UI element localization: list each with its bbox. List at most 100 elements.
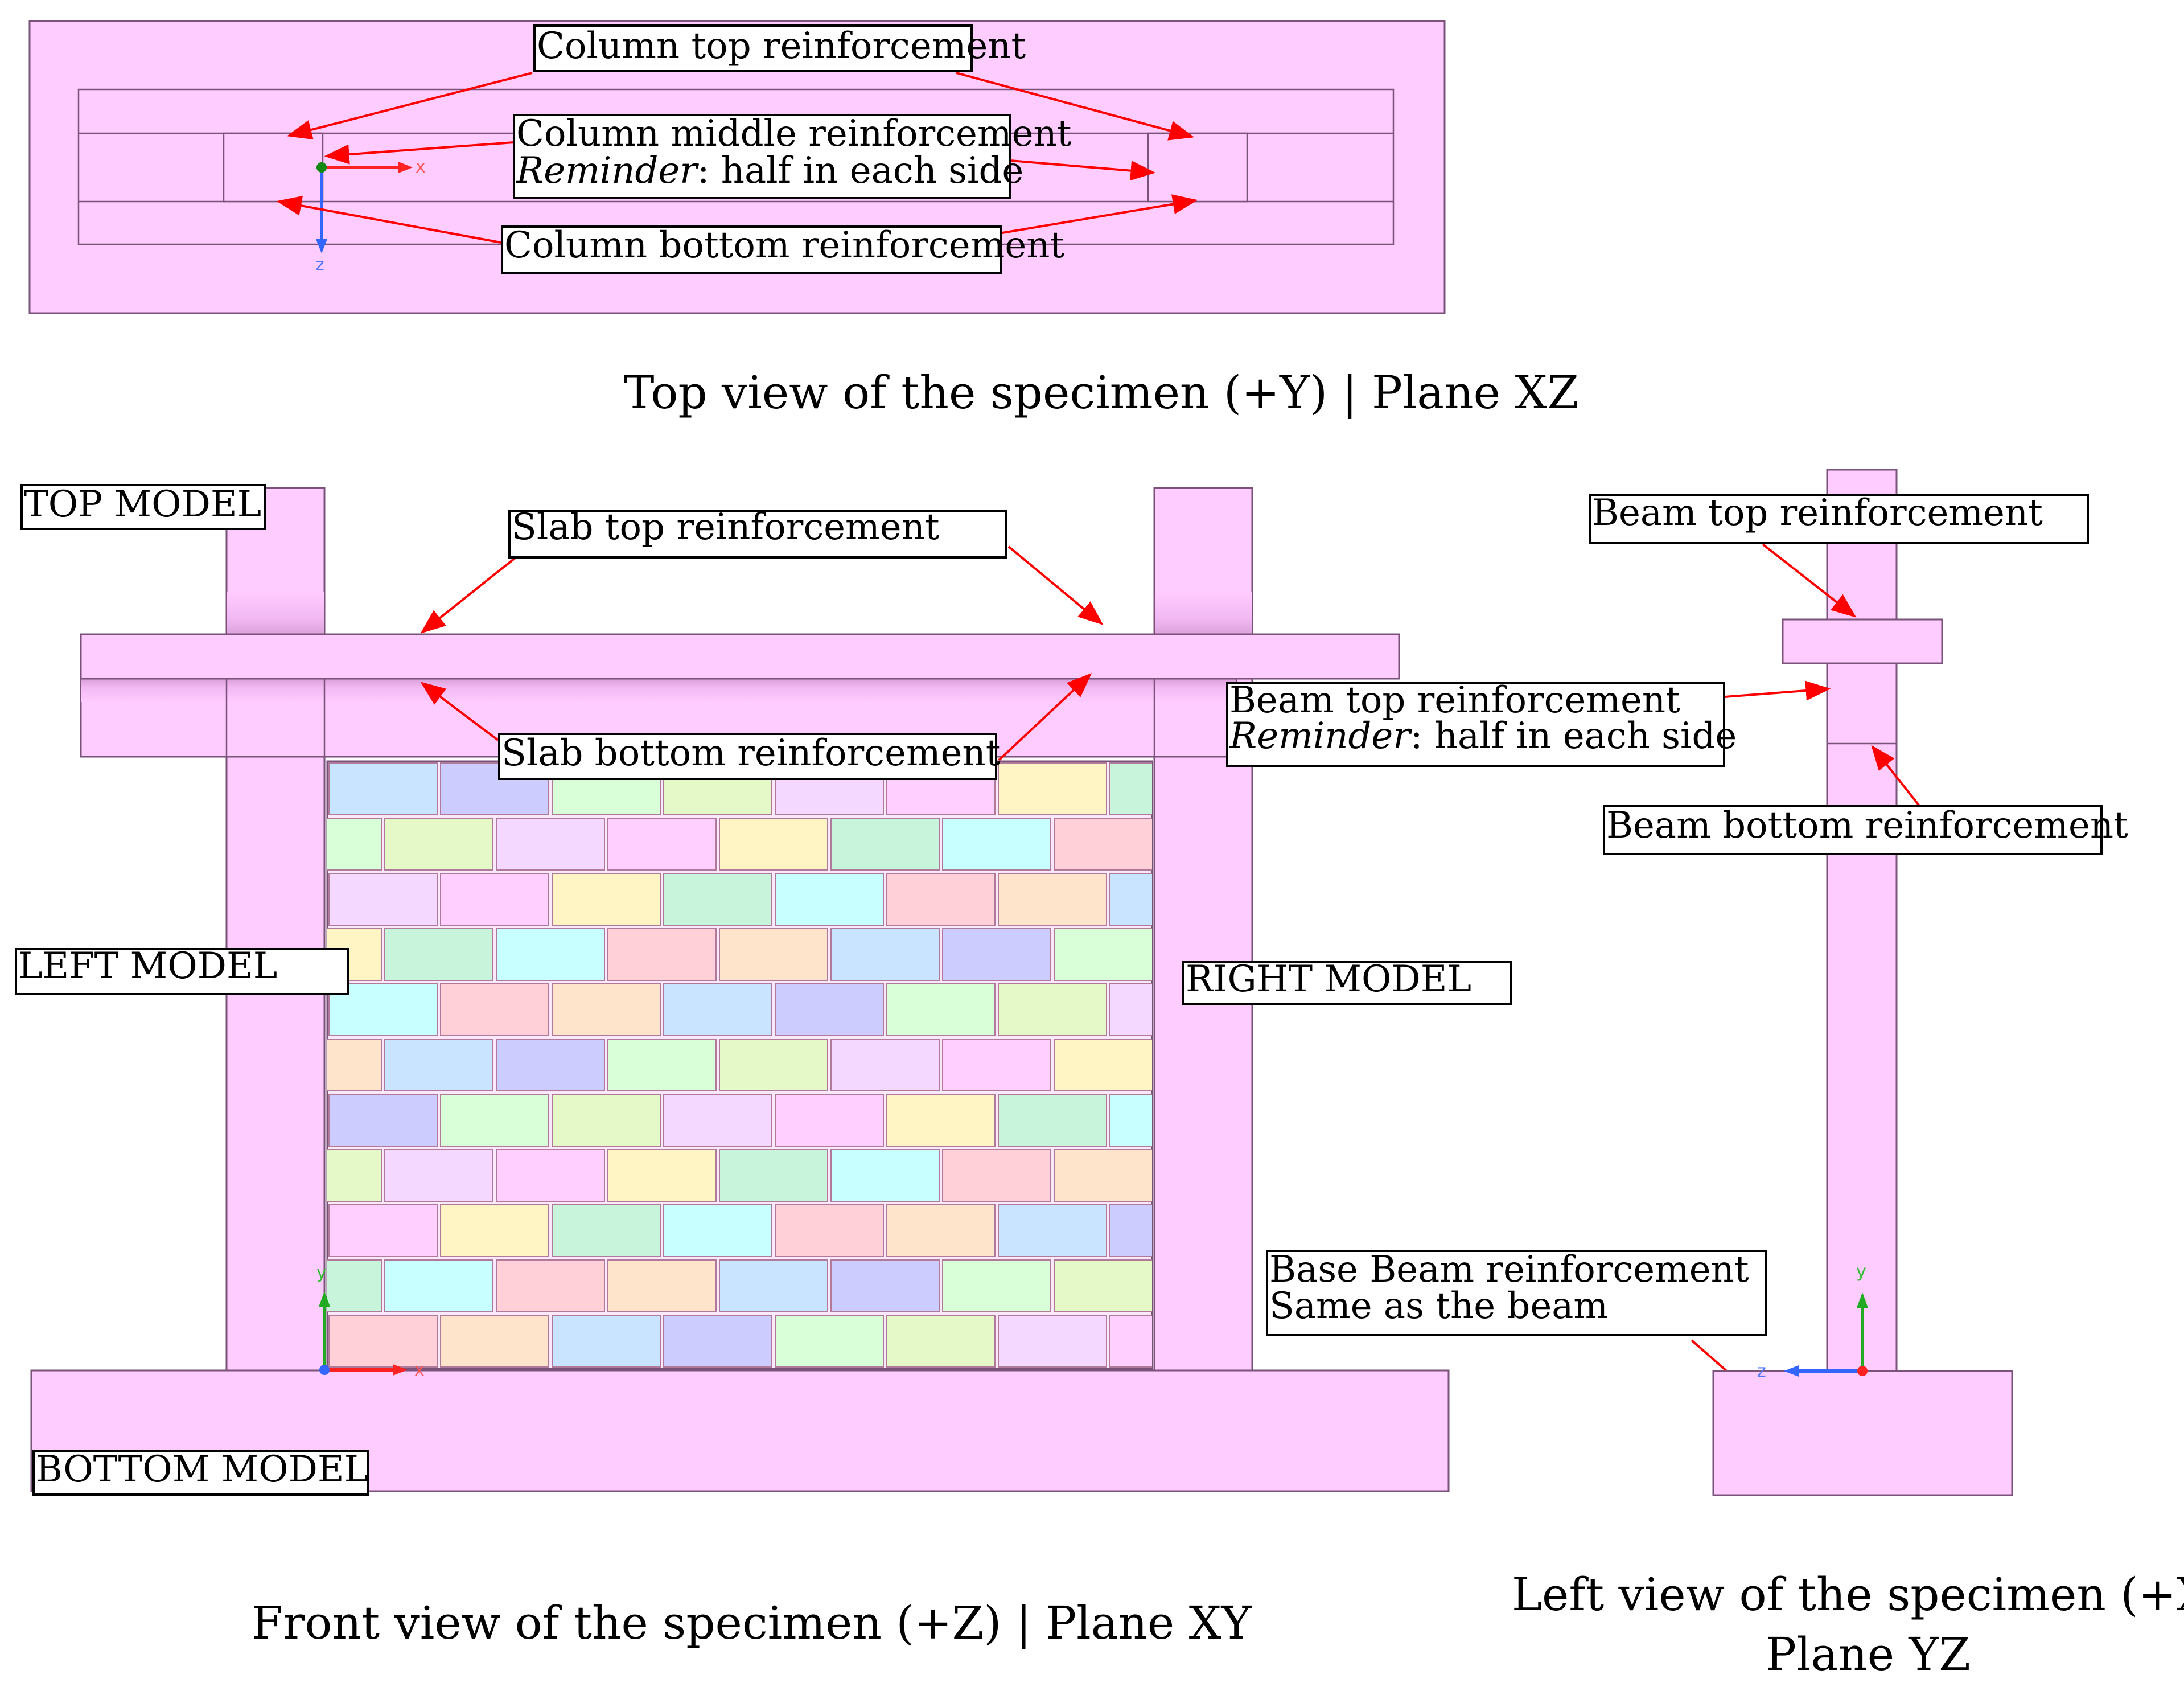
svg-text:Reminder: half in each side: Reminder: half in each side bbox=[516, 150, 1023, 192]
svg-text:Same as the beam: Same as the beam bbox=[1269, 1285, 1608, 1327]
brick bbox=[607, 818, 717, 871]
brick bbox=[496, 1149, 605, 1202]
brick bbox=[607, 1039, 717, 1091]
arrow-column-bottom-left bbox=[276, 195, 501, 244]
brick bbox=[775, 1315, 884, 1368]
svg-text:LEFT MODEL: LEFT MODEL bbox=[18, 945, 277, 987]
label-column-bottom: Column bottom reinforcement bbox=[501, 224, 1064, 274]
brick bbox=[998, 1315, 1107, 1368]
top-beam-shade bbox=[81, 679, 1236, 702]
axis-y-head bbox=[1857, 1292, 1868, 1308]
arrow-beam-top bbox=[1762, 543, 1857, 618]
brick bbox=[1109, 983, 1152, 1036]
svg-text:Base Beam reinforcement: Base Beam reinforcement bbox=[1269, 1249, 1749, 1291]
brick bbox=[552, 1094, 661, 1147]
label-beam-bottom: Beam bottom reinforcement bbox=[1603, 805, 2128, 855]
brick bbox=[328, 762, 438, 815]
axis-x-head bbox=[398, 162, 413, 173]
brick bbox=[327, 1039, 382, 1091]
brick bbox=[942, 1149, 1051, 1202]
brick bbox=[1054, 1149, 1152, 1202]
brick bbox=[552, 1204, 661, 1257]
brick bbox=[719, 1039, 828, 1091]
label-slab-top: Slab top reinforcement bbox=[508, 506, 1007, 559]
top-view-column-left bbox=[223, 132, 324, 203]
axis-z-label: z bbox=[315, 255, 324, 275]
front-view-caption: Front view of the specimen (+Z) | Plane … bbox=[252, 1596, 1252, 1649]
brick bbox=[775, 1094, 884, 1147]
arrow-column-middle-left bbox=[324, 141, 515, 165]
arrow-beam-bottom bbox=[1871, 745, 1920, 807]
axis-origin bbox=[1857, 1366, 1868, 1376]
label-column-middle: Column middle reinforcement Reminder: ha… bbox=[513, 113, 1072, 199]
svg-text:TOP MODEL: TOP MODEL bbox=[24, 483, 261, 526]
arrow-column-bottom-right bbox=[998, 194, 1198, 235]
svg-text:Beam top reinforcement: Beam top reinforcement bbox=[1229, 679, 1680, 721]
axis-z-head bbox=[316, 239, 327, 253]
brick bbox=[719, 1149, 828, 1202]
label-left-model: LEFT MODEL bbox=[15, 945, 349, 995]
svg-text:BOTTOM MODEL: BOTTOM MODEL bbox=[36, 1448, 368, 1491]
brick bbox=[998, 762, 1107, 815]
brick bbox=[998, 983, 1107, 1036]
brick bbox=[775, 1204, 884, 1257]
brick bbox=[1054, 928, 1152, 981]
brick bbox=[384, 818, 493, 871]
slab bbox=[80, 633, 1400, 680]
brick bbox=[663, 983, 772, 1036]
brick bbox=[886, 1204, 996, 1257]
svg-text:Column middle reinforcement: Column middle reinforcement bbox=[516, 113, 1072, 155]
label-beam-top-half: Beam top reinforcement Reminder: half in… bbox=[1226, 679, 1737, 767]
brick bbox=[384, 928, 493, 981]
brick bbox=[830, 1259, 940, 1312]
arrow-slab-top-right bbox=[1007, 545, 1104, 625]
brick bbox=[607, 1259, 717, 1312]
top-view: x z Column top reinforcement Column midd… bbox=[28, 20, 1579, 419]
brick bbox=[942, 928, 1051, 981]
brick bbox=[1054, 818, 1152, 871]
brick bbox=[1109, 1204, 1152, 1257]
brick bbox=[886, 873, 996, 926]
svg-text:RIGHT MODEL: RIGHT MODEL bbox=[1186, 958, 1471, 1000]
arrow-column-middle-right bbox=[1010, 159, 1156, 181]
svg-text:Slab top reinforcement: Slab top reinforcement bbox=[512, 506, 940, 548]
brick bbox=[663, 1094, 772, 1147]
arrow-beam-top-half bbox=[1724, 680, 1831, 701]
brick bbox=[1109, 1094, 1152, 1147]
svg-text:Column bottom reinforcement: Column bottom reinforcement bbox=[504, 224, 1064, 266]
svg-text:Reminder: half in each side: Reminder: half in each side bbox=[1229, 715, 1737, 757]
column-right-top-shade bbox=[1155, 592, 1252, 636]
svg-text:Beam bottom reinforcement: Beam bottom reinforcement bbox=[1606, 805, 2128, 847]
axis-x-label: x bbox=[414, 1360, 425, 1380]
brick bbox=[830, 1039, 940, 1091]
brick bbox=[1109, 762, 1152, 815]
label-slab-bottom: Slab bottom reinforcement bbox=[498, 732, 1001, 780]
brick bbox=[942, 1259, 1051, 1312]
brick bbox=[719, 818, 828, 871]
brick bbox=[440, 762, 549, 815]
brick bbox=[998, 1204, 1107, 1257]
axis-origin bbox=[319, 1365, 330, 1375]
brick bbox=[719, 928, 828, 981]
label-column-top: Column top reinforcement bbox=[533, 24, 1026, 72]
brick bbox=[328, 873, 438, 926]
column-left-top-shade bbox=[227, 592, 324, 636]
brick bbox=[886, 1094, 996, 1147]
left-view-axes: y z bbox=[1757, 1262, 1868, 1381]
arrow-column-top-left bbox=[286, 72, 533, 140]
brick bbox=[663, 873, 772, 926]
brick bbox=[384, 1149, 493, 1202]
left-view-caption-line1: Left view of the specimen (+X) | bbox=[1512, 1568, 2184, 1621]
brick bbox=[440, 1315, 549, 1368]
brick bbox=[384, 1039, 493, 1091]
left-view: y z Beam top reinforcement Beam top rein… bbox=[1226, 469, 2184, 1681]
brick bbox=[886, 1315, 996, 1368]
brick bbox=[663, 1315, 772, 1368]
brick bbox=[327, 818, 382, 871]
arrow-slab-top-left bbox=[420, 557, 516, 634]
brick bbox=[552, 873, 661, 926]
left-view-slab bbox=[1782, 618, 1943, 664]
brick bbox=[1109, 1315, 1152, 1368]
brick bbox=[440, 1094, 549, 1147]
